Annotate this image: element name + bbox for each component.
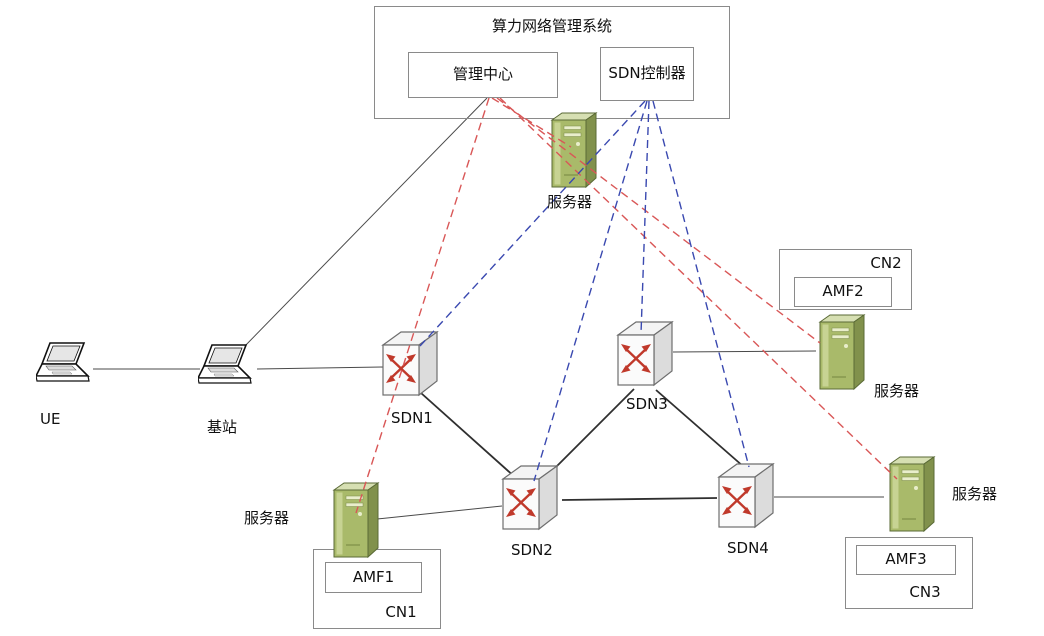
server-right-top-label: 服务器 xyxy=(874,382,920,400)
link-sdn2-server-leftbottom xyxy=(376,505,503,520)
management-system-title: 算力网络管理系统 xyxy=(491,17,612,35)
link-sdn3-sdn4 xyxy=(655,389,745,468)
server-left-bottom-icon xyxy=(326,482,382,562)
server-right-bottom-icon xyxy=(882,456,938,536)
basestation-label: 基站 xyxy=(207,418,238,436)
server-right-top-icon xyxy=(812,314,868,394)
sdn3-switch-icon xyxy=(614,319,676,391)
link-basestation-sdn1 xyxy=(256,366,386,370)
sdn2-switch-icon xyxy=(499,463,561,535)
cn3-label: CN3 xyxy=(909,583,941,601)
link-sdn2-sdn4 xyxy=(561,497,718,501)
sdn1-switch-icon xyxy=(379,329,441,401)
link-sdncontroller-sdn1 xyxy=(419,100,646,347)
amf3-box: AMF3 xyxy=(856,545,956,575)
amf1-label: AMF1 xyxy=(352,567,395,586)
server-right-bottom-label: 服务器 xyxy=(952,485,998,503)
basestation-laptop-icon xyxy=(196,344,256,390)
sdn4-label: SDN4 xyxy=(727,539,769,557)
cn2-label: CN2 xyxy=(870,254,902,272)
amf2-label: AMF2 xyxy=(822,282,864,301)
server-top-icon xyxy=(544,112,600,192)
sdn4-switch-icon xyxy=(715,461,777,533)
link-sdn3-server-righttop xyxy=(672,350,817,353)
management-center-label: 管理中心 xyxy=(452,65,513,84)
link-basestation-managementcenter xyxy=(241,97,488,350)
sdn1-label: SDN1 xyxy=(391,409,433,427)
link-sdncontroller-sdn3 xyxy=(640,100,650,335)
sdn2-label: SDN2 xyxy=(511,541,553,559)
sdn3-label: SDN3 xyxy=(626,395,668,413)
amf3-label: AMF3 xyxy=(885,550,927,569)
link-mgmt-server-leftbottom xyxy=(355,97,490,514)
server-left-bottom-label: 服务器 xyxy=(244,509,290,527)
ue-label: UE xyxy=(40,410,61,428)
management-center-box: 管理中心 xyxy=(408,52,558,98)
cn1-label: CN1 xyxy=(385,603,417,621)
sdn-controller-label: SDN控制器 xyxy=(608,64,686,83)
amf2-box: AMF2 xyxy=(794,277,892,307)
server-top-label: 服务器 xyxy=(547,193,593,211)
ue-laptop-icon xyxy=(34,342,94,388)
amf1-box: AMF1 xyxy=(325,562,422,593)
sdn-controller-box: SDN控制器 xyxy=(600,47,694,101)
